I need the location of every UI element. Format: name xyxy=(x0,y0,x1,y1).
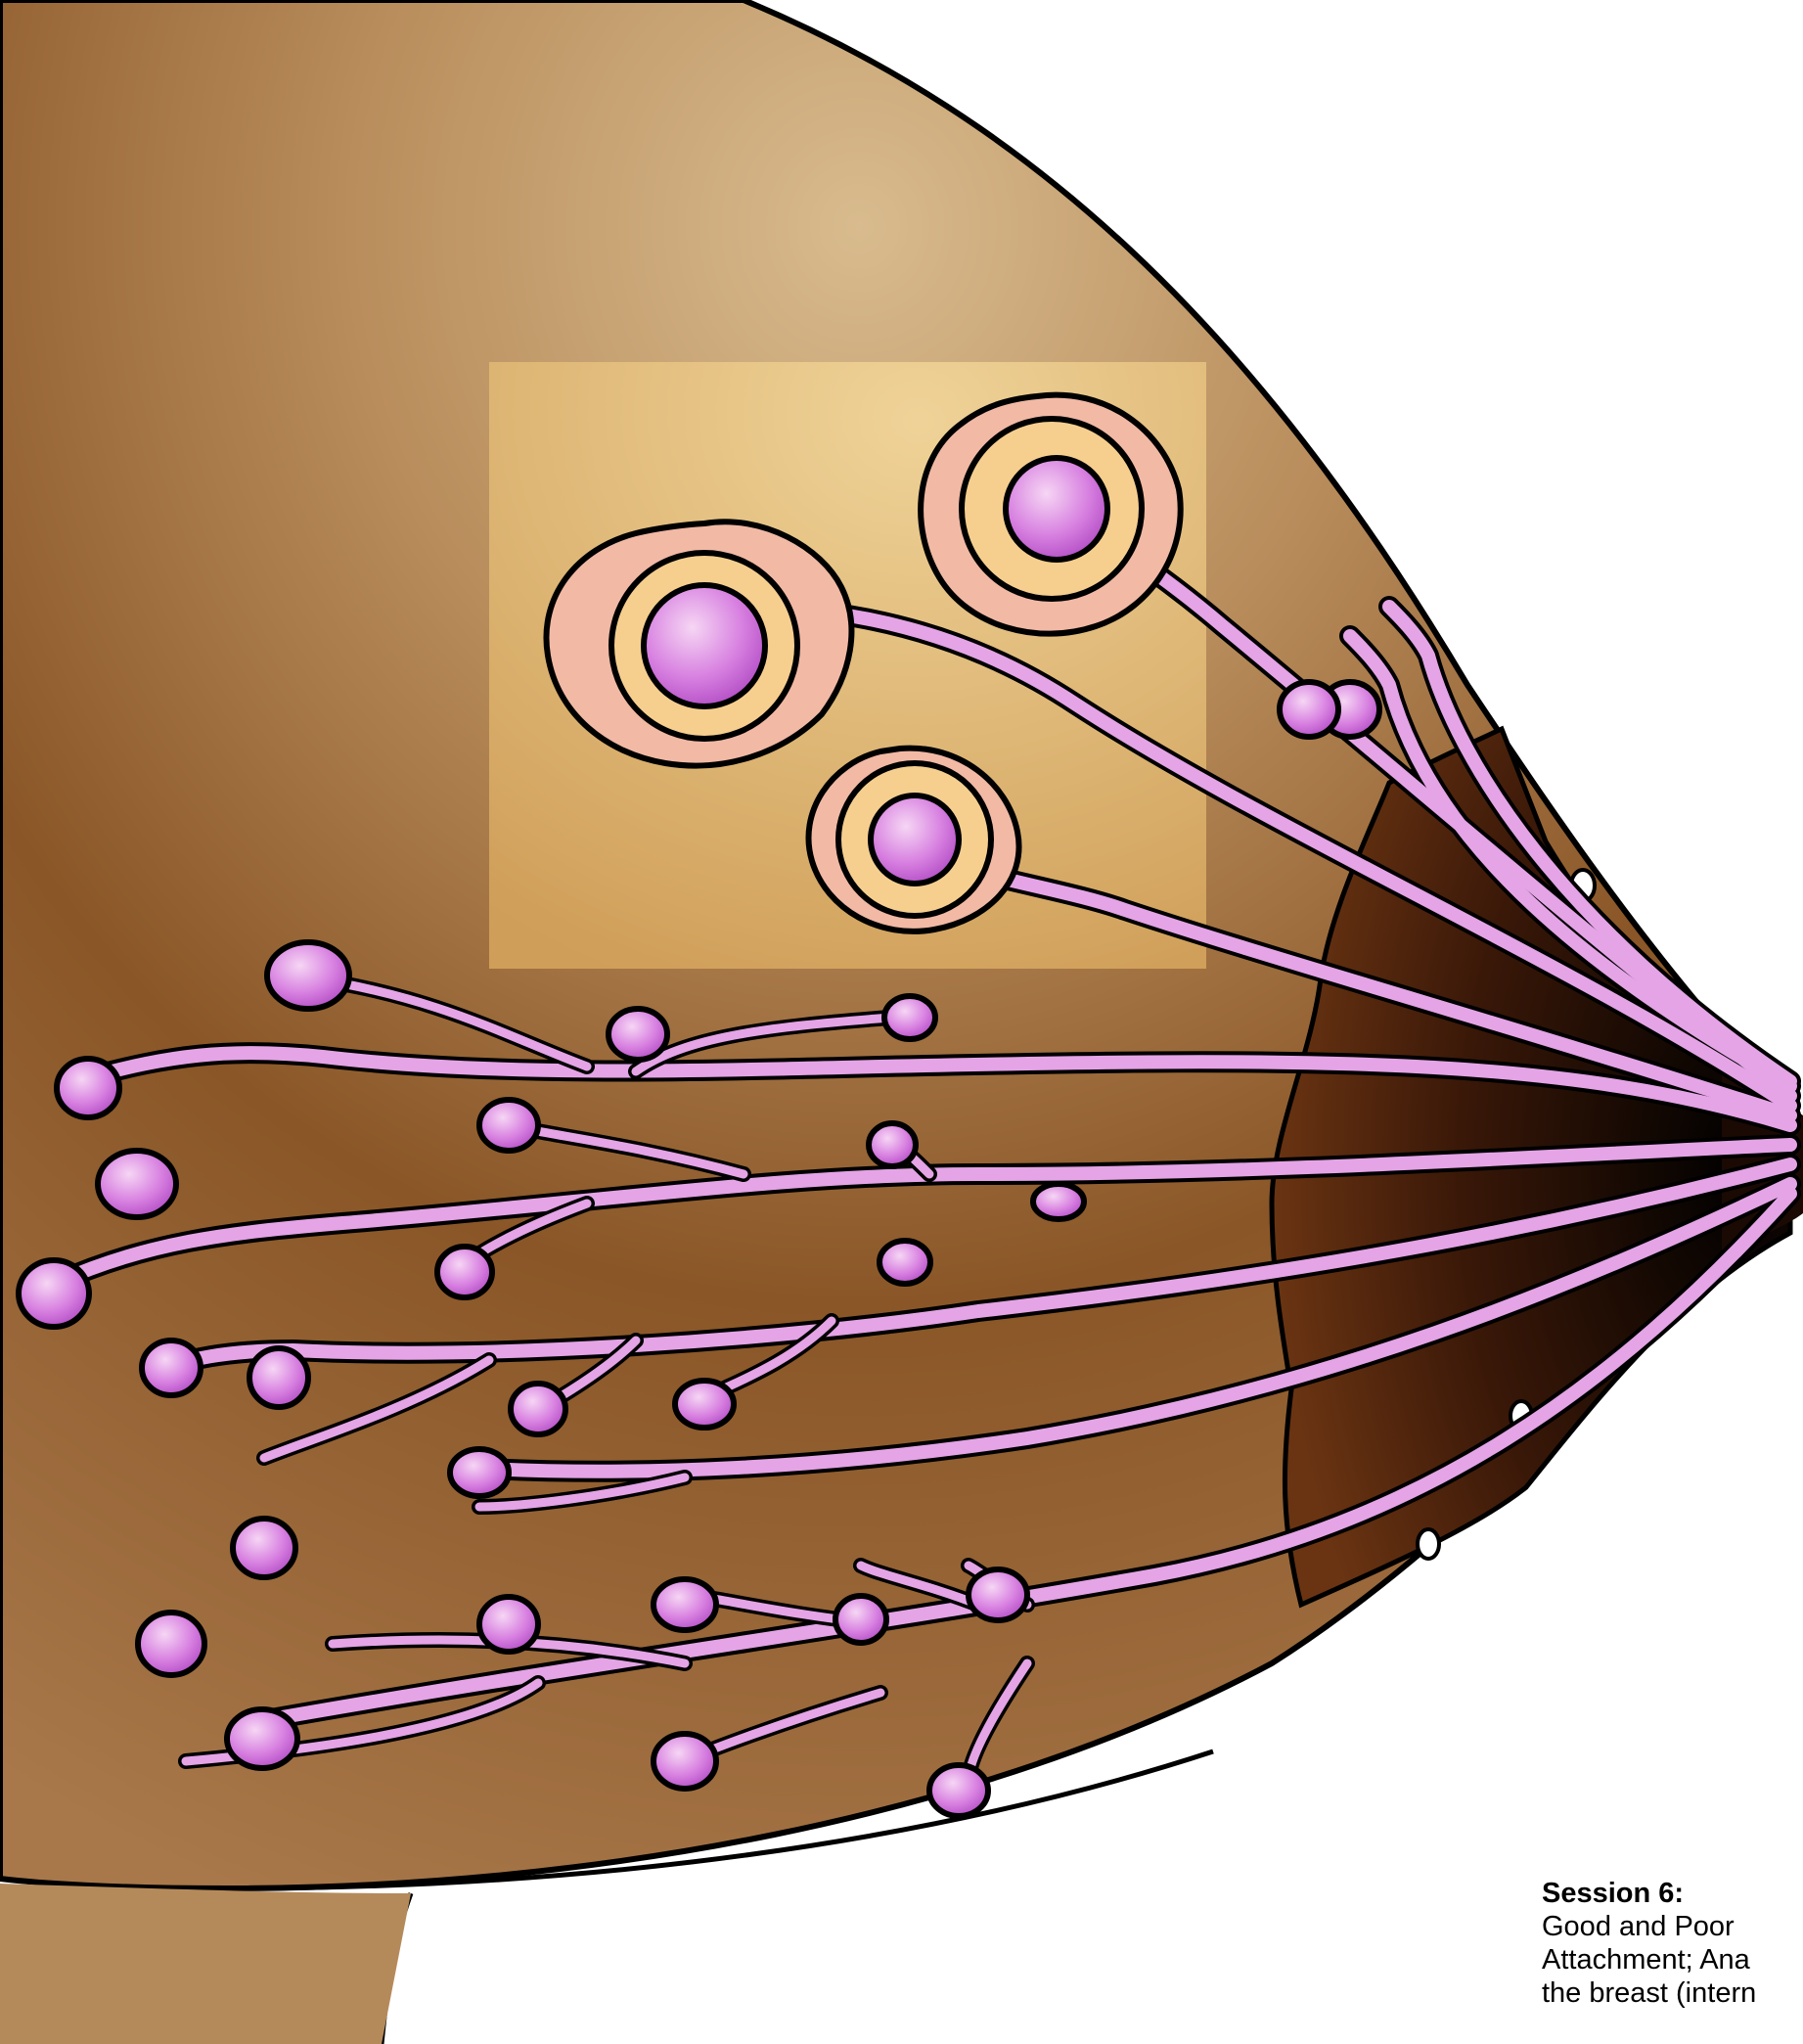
session-caption: Session 6: Good and Poor Attachment; Ana… xyxy=(1542,1877,1756,2010)
caption-line-1: Good and Poor xyxy=(1542,1910,1756,1943)
caption-line-2: Attachment; Ana xyxy=(1542,1943,1756,1976)
caption-title: Session 6: xyxy=(1542,1877,1756,1910)
caption-line-3: the breast (intern xyxy=(1542,1976,1756,2010)
